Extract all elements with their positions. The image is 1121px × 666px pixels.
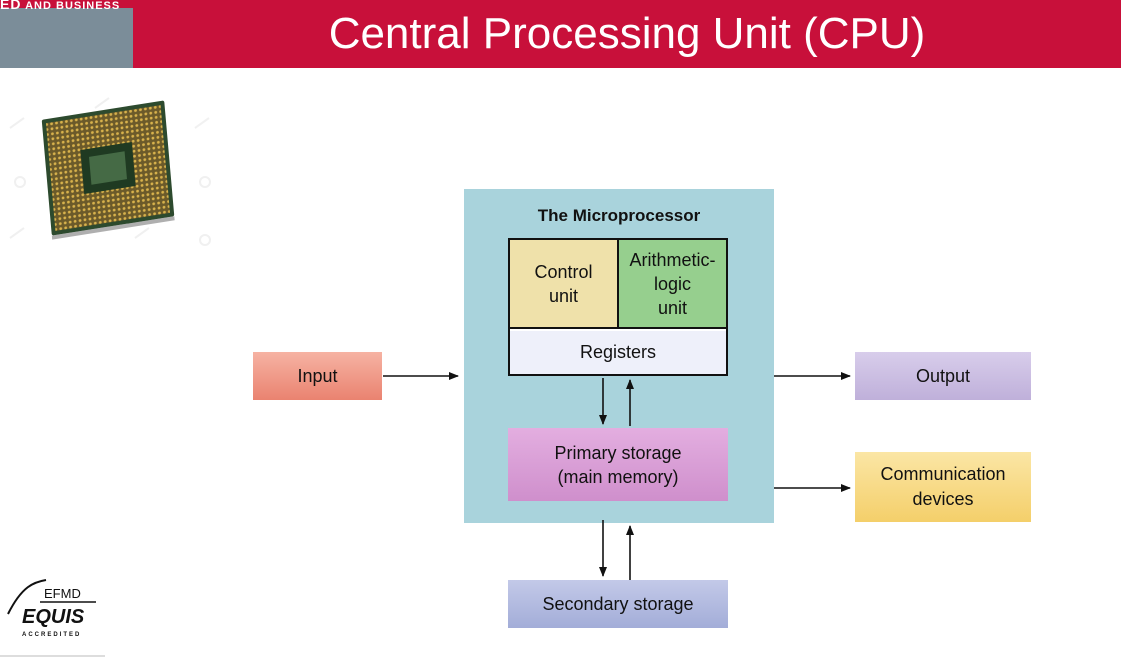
accredited-text: ACCREDITED: [22, 632, 81, 638]
communication-label-line: devices: [912, 489, 974, 509]
control-unit-label-line: unit: [548, 285, 579, 306]
equis-text: EQUIS: [22, 606, 85, 628]
control-unit-label-line: Control: [534, 261, 593, 282]
secondary-storage-box: Secondary storage: [508, 580, 728, 628]
header-side-panel: [0, 0, 133, 68]
communication-label-line: Communication: [880, 464, 1006, 484]
efmd-text: EFMD: [44, 586, 81, 601]
registers-box: Registers: [510, 331, 726, 374]
secondary-storage-label: Secondary storage: [542, 593, 694, 614]
registers-label: Registers: [579, 342, 657, 362]
control-unit-box: Control unit: [510, 240, 619, 329]
input-label: Input: [297, 365, 338, 386]
alu-label-line: Arithmetic-: [629, 249, 716, 270]
header-bar: [0, 0, 1121, 68]
output-box: Output: [855, 352, 1031, 400]
arithmetic-logic-unit-box: Arithmetic- logic unit: [619, 240, 726, 329]
primary-storage-box: Primary storage (main memory): [508, 428, 728, 501]
header-logo-strip: [0, 0, 133, 8]
page-title: Central Processing Unit (CPU): [328, 9, 926, 58]
input-box: Input: [253, 352, 382, 400]
alu-label-line: logic: [653, 273, 691, 294]
output-label: Output: [915, 365, 971, 386]
primary-storage-label-line: (main memory): [557, 466, 679, 487]
microprocessor-title: The Microprocessor: [537, 206, 701, 225]
primary-storage-label-line: Primary storage: [554, 442, 682, 463]
equis-accreditation-logo: EFMD EQUIS ACCREDITED: [0, 578, 110, 660]
cpu-chip-photo: [9, 97, 211, 246]
communication-devices-box: Communication devices: [855, 452, 1031, 522]
institution-logo-fragment: ED AND BUSINESS: [0, 0, 121, 12]
alu-label-line: unit: [657, 297, 687, 318]
